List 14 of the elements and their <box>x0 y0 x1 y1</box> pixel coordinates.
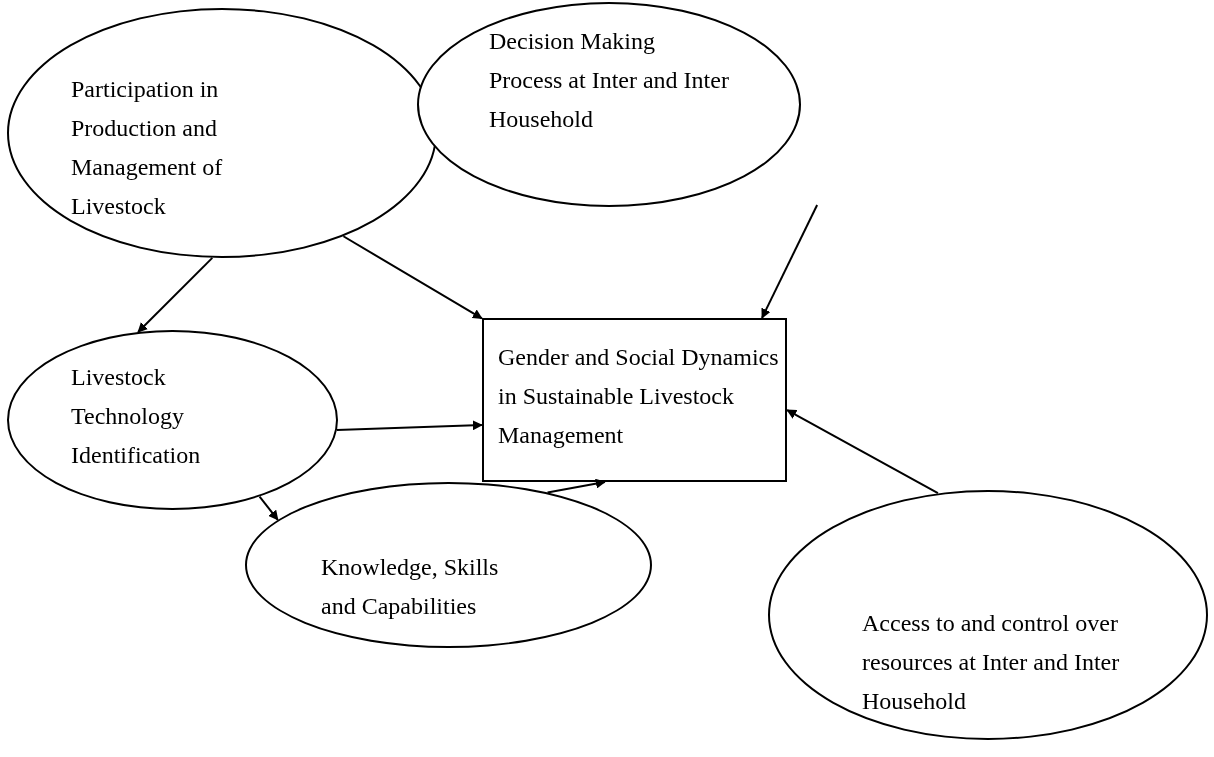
process-box <box>482 318 787 482</box>
node-text: Knowledge, Skills and Capabilities <box>321 553 500 621</box>
node-text: Gender and Social Dynamics in Sustainable Livestock Management <box>498 343 780 450</box>
node-text: Livestock Technology Identification <box>71 363 202 470</box>
arrow <box>761 203 819 319</box>
node-text: Participation in Production and Management of Livestock <box>71 75 224 221</box>
arrow <box>258 495 279 521</box>
arrow <box>546 478 606 494</box>
arrow <box>137 256 214 333</box>
arrow <box>336 420 483 432</box>
node-text: Access to and control over resources at Inter and Inter Household <box>862 609 1121 716</box>
arrow <box>786 409 939 495</box>
node-text: Decision Making Process at Inter and Inter Household <box>489 27 729 134</box>
arrow <box>342 235 483 320</box>
